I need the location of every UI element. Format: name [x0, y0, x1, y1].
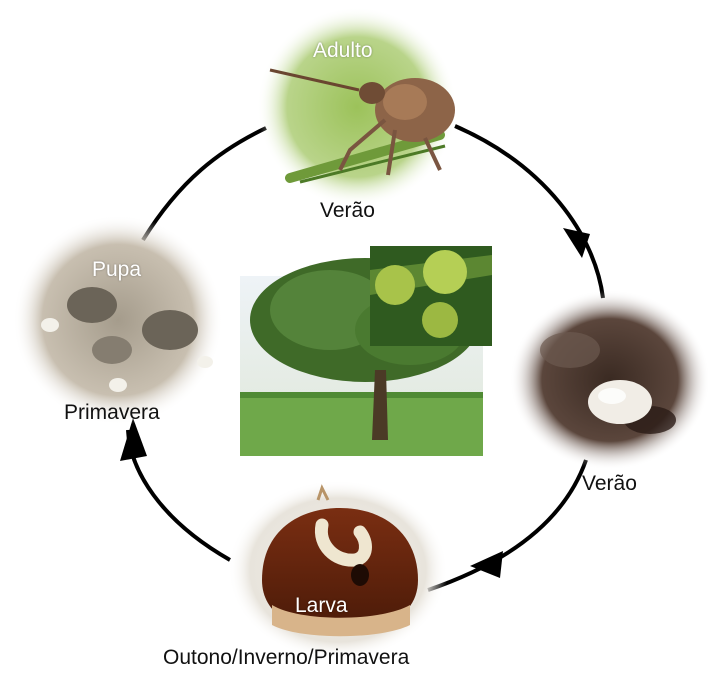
- larva-season-label: Outono/Inverno/Primavera: [163, 647, 409, 668]
- adult-weevil-photo: [257, 7, 457, 207]
- pupa-soil-photo: [13, 215, 223, 425]
- pupa-season-label: Primavera: [64, 402, 160, 423]
- arrow-egg-to-larva: [428, 460, 586, 590]
- egg-season-label: Verão: [582, 473, 637, 494]
- arrowhead-egg: [563, 228, 590, 258]
- pupa-stage-label: Pupa: [92, 259, 141, 280]
- adult-season-label: Verão: [320, 200, 375, 221]
- larva-chestnut-photo: [228, 480, 448, 660]
- egg-photo: [510, 290, 710, 470]
- adult-stage-label: Adulto: [313, 40, 373, 61]
- chestnut-burr-inset: [370, 246, 492, 346]
- arrowhead-larva: [470, 551, 503, 578]
- larva-stage-label: Larva: [295, 595, 348, 616]
- arrow-pupa-to-adult: [143, 128, 266, 240]
